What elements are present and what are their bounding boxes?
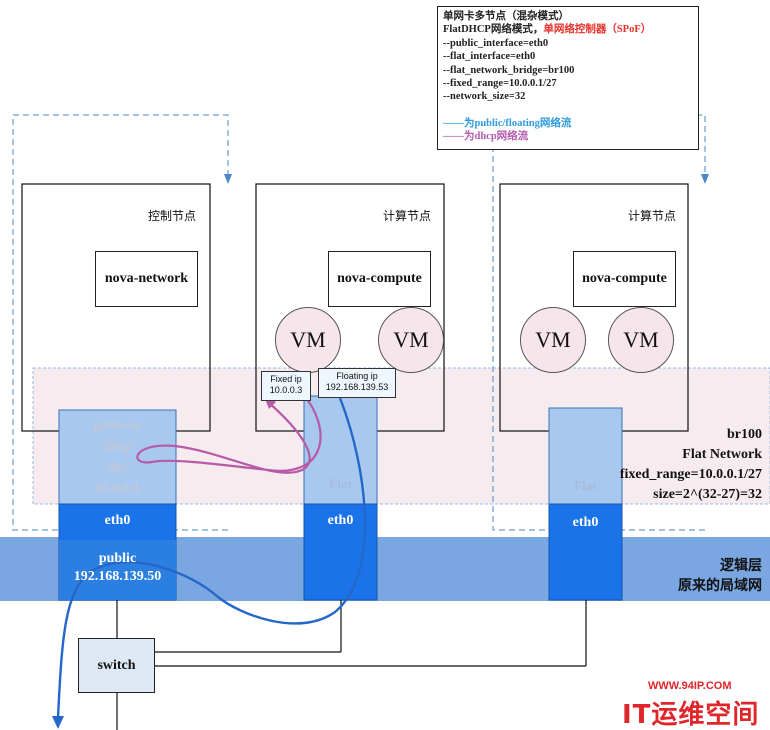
lan-logical-layer: 逻辑层: [720, 559, 762, 574]
lan-info: 逻辑层 原来的局域网: [678, 557, 762, 597]
vm-circle: VM: [608, 307, 674, 373]
legend-title: 单网卡多节点（混杂模式）: [443, 11, 569, 22]
public-ip-label: 192.168.139.50: [73, 569, 162, 584]
controller-node-title: 控制节点: [148, 209, 197, 223]
watermark-url: WWW.94IP.COM: [648, 680, 732, 692]
legend-flag: --flat_interface=eth0: [443, 51, 536, 63]
bridge-name: br100: [727, 427, 762, 442]
bridge-size: size=2^(32-27)=32: [653, 487, 762, 502]
legend-flag: --network_size=32: [443, 91, 526, 103]
compute2-eth0-label: eth0: [572, 515, 599, 530]
lan-original-network: 原来的局域网: [678, 579, 762, 594]
public-label: public: [98, 551, 137, 566]
controller-bridge-services: gateway dhcp dns 10.0.0.1: [59, 415, 176, 499]
floating-ip-label: Floating ip 192.168.139.53: [318, 368, 396, 398]
legend-mode-spof: 单网络控制器（SPoF）: [543, 24, 652, 36]
fixed-ip-value: 10.0.0.3: [269, 385, 303, 395]
gateway-label: gateway: [93, 418, 142, 433]
public-flow-line: [56, 397, 367, 719]
vm-circle: VM: [378, 307, 444, 373]
legend-flag: --fixed_range=10.0.0.1/27: [443, 78, 557, 90]
compute1-node-title: 计算节点: [383, 209, 432, 223]
watermark-name: IT运维空间: [622, 700, 760, 730]
public-flow-arrow: [52, 716, 64, 729]
nova-compute-service-1: nova-compute: [328, 251, 431, 307]
dns-label: dns: [106, 460, 129, 475]
compute1-eth0-label: eth0: [327, 513, 354, 528]
vm-circle: VM: [520, 307, 586, 373]
floating-ip-value: 192.168.139.53: [325, 382, 389, 392]
controller-bridge-column: [58, 409, 177, 505]
legend-flag: --public_interface=eth0: [443, 37, 549, 49]
bridge-network: Flat Network: [682, 447, 762, 462]
compute1-bridge-column: [303, 395, 378, 505]
legend-blue-flow: ——为public/floating网络流: [443, 117, 572, 129]
compute1-flat-label: Flat: [329, 476, 352, 491]
fixed-ip-label: Fixed ip 10.0.0.3: [261, 371, 311, 401]
fixed-ip-caption: Fixed ip: [270, 374, 302, 384]
bridge-ip-label: 10.0.0.1: [94, 481, 141, 496]
vm-circle: VM: [275, 307, 341, 373]
dashed-arrow-right: [701, 174, 709, 184]
compute2-node-title: 计算节点: [628, 209, 677, 223]
compute2-eth0-block: [548, 503, 623, 601]
floating-ip-caption: Floating ip: [336, 371, 378, 381]
switch-box: switch: [78, 638, 155, 693]
bridge-range: fixed_range=10.0.0.1/27: [619, 467, 762, 482]
legend-purple-flow: ——为dhcp网络流: [443, 131, 529, 143]
legend-mode: FlatDHCP网络模式，单网络控制器（SPoF）: [443, 23, 698, 36]
bridge-info: br100 Flat Network fixed_range=10.0.0.1/…: [620, 425, 762, 505]
dhcp-flow-line: [136, 393, 322, 474]
compute2-flat-label: Flat: [574, 478, 597, 493]
controller-eth0-label: eth0: [104, 513, 131, 528]
compute2-bridge-column: [548, 407, 623, 505]
controller-public-block: [59, 540, 176, 600]
dhcp-label: dhcp: [102, 439, 133, 454]
dashed-arrow-left: [224, 174, 232, 184]
legend-box: 单网卡多节点（混杂模式） FlatDHCP网络模式，单网络控制器（SPoF） -…: [437, 6, 699, 150]
nova-network-service: nova-network: [95, 251, 198, 307]
legend-mode-prefix: FlatDHCP网络模式，: [443, 24, 544, 36]
nova-compute-service-2: nova-compute: [573, 251, 676, 307]
legend-flag: --flat_network_bridge=br100: [443, 64, 575, 76]
